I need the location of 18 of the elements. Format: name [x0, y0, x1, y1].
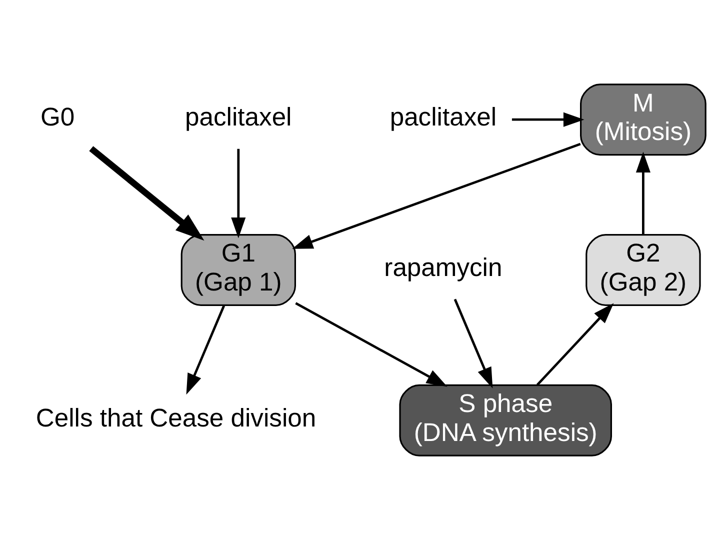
node-text: paclitaxel — [185, 104, 292, 132]
arrow — [636, 152, 650, 234]
node-text: G0 — [40, 104, 75, 132]
arrow — [454, 298, 493, 388]
node-text: Cells that Cease division — [36, 404, 316, 432]
arrow — [512, 112, 584, 127]
arrow — [536, 303, 614, 386]
node-box: G2 (Gap 2) — [586, 234, 701, 306]
arrow — [295, 302, 448, 387]
arrow — [231, 148, 246, 238]
node-box: S phase (DNA synthesis) — [399, 384, 612, 456]
arrow — [292, 142, 581, 249]
node-box: M (Mitosis) — [580, 84, 706, 156]
node-text: rapamycin — [384, 254, 502, 282]
node-box: G1 (Gap 1) — [180, 234, 296, 306]
arrow — [186, 305, 226, 395]
arrow — [89, 146, 204, 241]
node-text: paclitaxel — [390, 104, 497, 132]
